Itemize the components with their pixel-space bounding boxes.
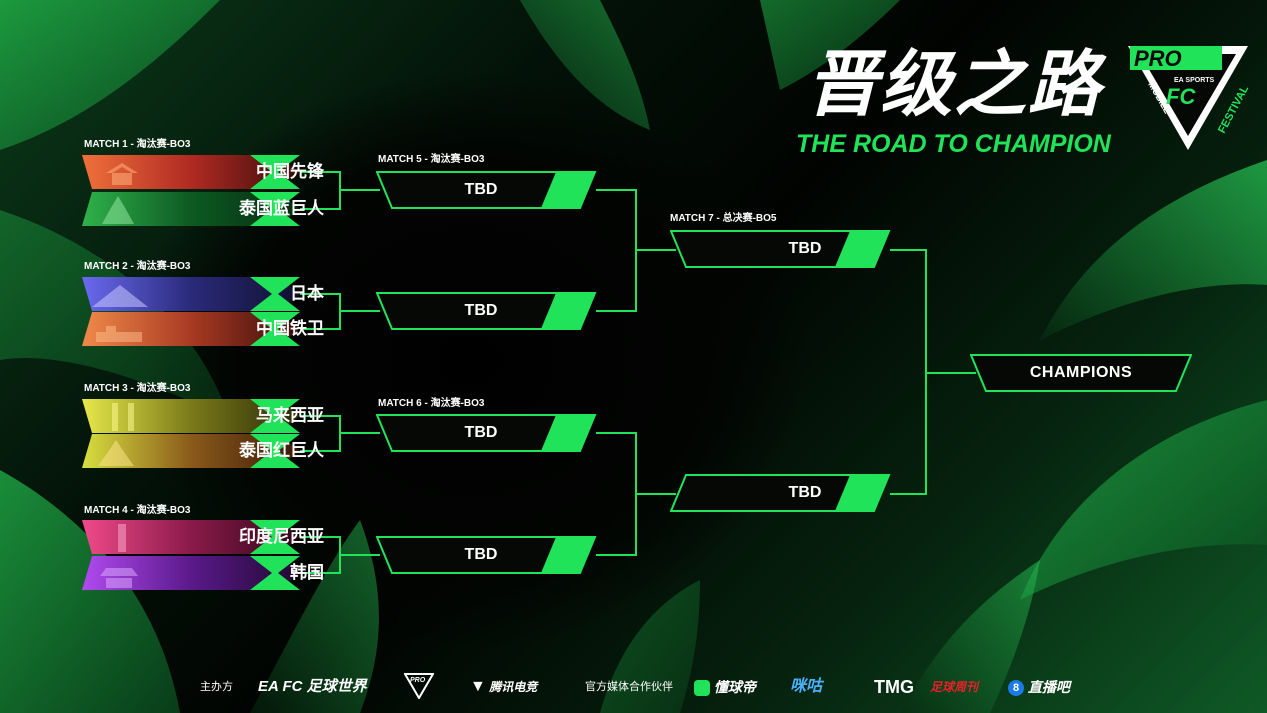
match-7-label: MATCH 7 - 总决赛-BO5 xyxy=(670,213,777,224)
slot-tbd-text: TBD xyxy=(788,484,822,501)
champion-text: CHAMPIONS xyxy=(1029,364,1133,381)
tencent-esports-text: 腾讯电竞 xyxy=(489,680,538,694)
match-5-label: MATCH 5 - 淘汰赛-BO3 xyxy=(378,154,485,165)
media-partners-label: 官方媒体合作伙伴 xyxy=(585,681,673,693)
match-5-slot-bottom[interactable]: TBD xyxy=(376,292,598,330)
match-2-label: MATCH 2 - 淘汰赛-BO3 xyxy=(84,261,191,272)
zhibo8-icon: 8 xyxy=(1008,680,1024,697)
slot-tbd-text: TBD xyxy=(464,181,498,198)
zhibo8-logo: 8 直播吧 xyxy=(1008,672,1070,702)
team-slot-korea[interactable]: 韩国 xyxy=(82,556,324,590)
match-5-slot-top[interactable]: TBD xyxy=(376,171,598,209)
match-1-label: MATCH 1 - 淘汰赛-BO3 xyxy=(84,139,191,150)
team-slot-thailand-blue-giants[interactable]: 泰国蓝巨人 xyxy=(82,192,324,226)
team-name: 泰国红巨人 xyxy=(239,441,324,460)
team-name: 泰国蓝巨人 xyxy=(239,199,324,218)
slot-tbd-text: TBD xyxy=(464,424,498,441)
dongqiudi-text: 懂球帝 xyxy=(713,679,756,695)
champion-slot[interactable]: CHAMPIONS xyxy=(970,354,1192,392)
logo-ea-text: EA SPORTS xyxy=(1174,77,1215,84)
pro-logo: PRO xyxy=(403,672,435,702)
slot-tbd-text: TBD xyxy=(464,546,498,563)
team-name: 马来西亚 xyxy=(256,406,324,425)
ea-fc-logo: EA FC 足球世界 xyxy=(258,678,367,695)
pro-festival-mini-icon: PRO xyxy=(403,673,435,701)
sponsor-footer: 主办方 EA FC 足球世界 PRO ▼ 腾讯电竞 官方媒体合作伙伴 懂球帝 咪… xyxy=(0,672,1267,702)
dongqiudi-logo: 懂球帝 xyxy=(694,672,756,702)
final-slot-top[interactable]: TBD xyxy=(670,230,892,268)
team-name: 印度尼西亚 xyxy=(239,527,324,546)
logo-pro-text: PRO xyxy=(1134,46,1182,71)
tencent-v-icon: ▼ xyxy=(470,678,486,695)
team-name: 日本 xyxy=(290,284,324,303)
team-slot-indonesia[interactable]: 印度尼西亚 xyxy=(82,520,324,554)
match-3-label: MATCH 3 - 淘汰赛-BO3 xyxy=(84,383,191,394)
tencent-esports-logo: ▼ 腾讯电竞 xyxy=(470,672,537,702)
team-name: 韩国 xyxy=(290,563,324,582)
migu-logo: 咪咕 xyxy=(790,678,823,695)
team-slot-japan[interactable]: 日本 xyxy=(82,277,324,311)
slot-tbd-text: TBD xyxy=(788,240,822,257)
fc-mobile-pro-festival-logo-icon: PRO EA SPORTS FC MOBILE FESTIVAL xyxy=(1128,46,1250,150)
tmg-logo: TMG xyxy=(874,677,914,697)
svg-text:PRO: PRO xyxy=(410,677,426,684)
team-slot-malaysia[interactable]: 马来西亚 xyxy=(82,399,324,433)
match-6-label: MATCH 6 - 淘汰赛-BO3 xyxy=(378,398,485,409)
team-name: 中国铁卫 xyxy=(256,319,324,338)
match-6-slot-top[interactable]: TBD xyxy=(376,414,598,452)
page-title-english: THE ROAD TO CHAMPION xyxy=(796,130,1111,158)
slot-tbd-text: TBD xyxy=(464,302,498,319)
team-slot-china-vanguard[interactable]: 中国先锋 xyxy=(82,155,324,189)
final-slot-bottom[interactable]: TBD xyxy=(670,474,892,512)
team-name: 中国先锋 xyxy=(256,162,324,181)
organizer-label: 主办方 xyxy=(200,681,233,693)
football-weekly-logo: 足球周刊 xyxy=(930,680,979,694)
zhibo8-text: 直播吧 xyxy=(1027,679,1070,695)
team-slot-china-guard[interactable]: 中国铁卫 xyxy=(82,312,324,346)
page-title-chinese: 晋级之路 xyxy=(806,42,1103,126)
match-6-slot-bottom[interactable]: TBD xyxy=(376,536,598,574)
team-slot-thailand-red-giants[interactable]: 泰国红巨人 xyxy=(82,434,324,468)
dongqiudi-icon xyxy=(694,680,710,697)
svg-text:FC: FC xyxy=(1166,84,1196,109)
match-4-label: MATCH 4 - 淘汰赛-BO3 xyxy=(84,505,191,516)
